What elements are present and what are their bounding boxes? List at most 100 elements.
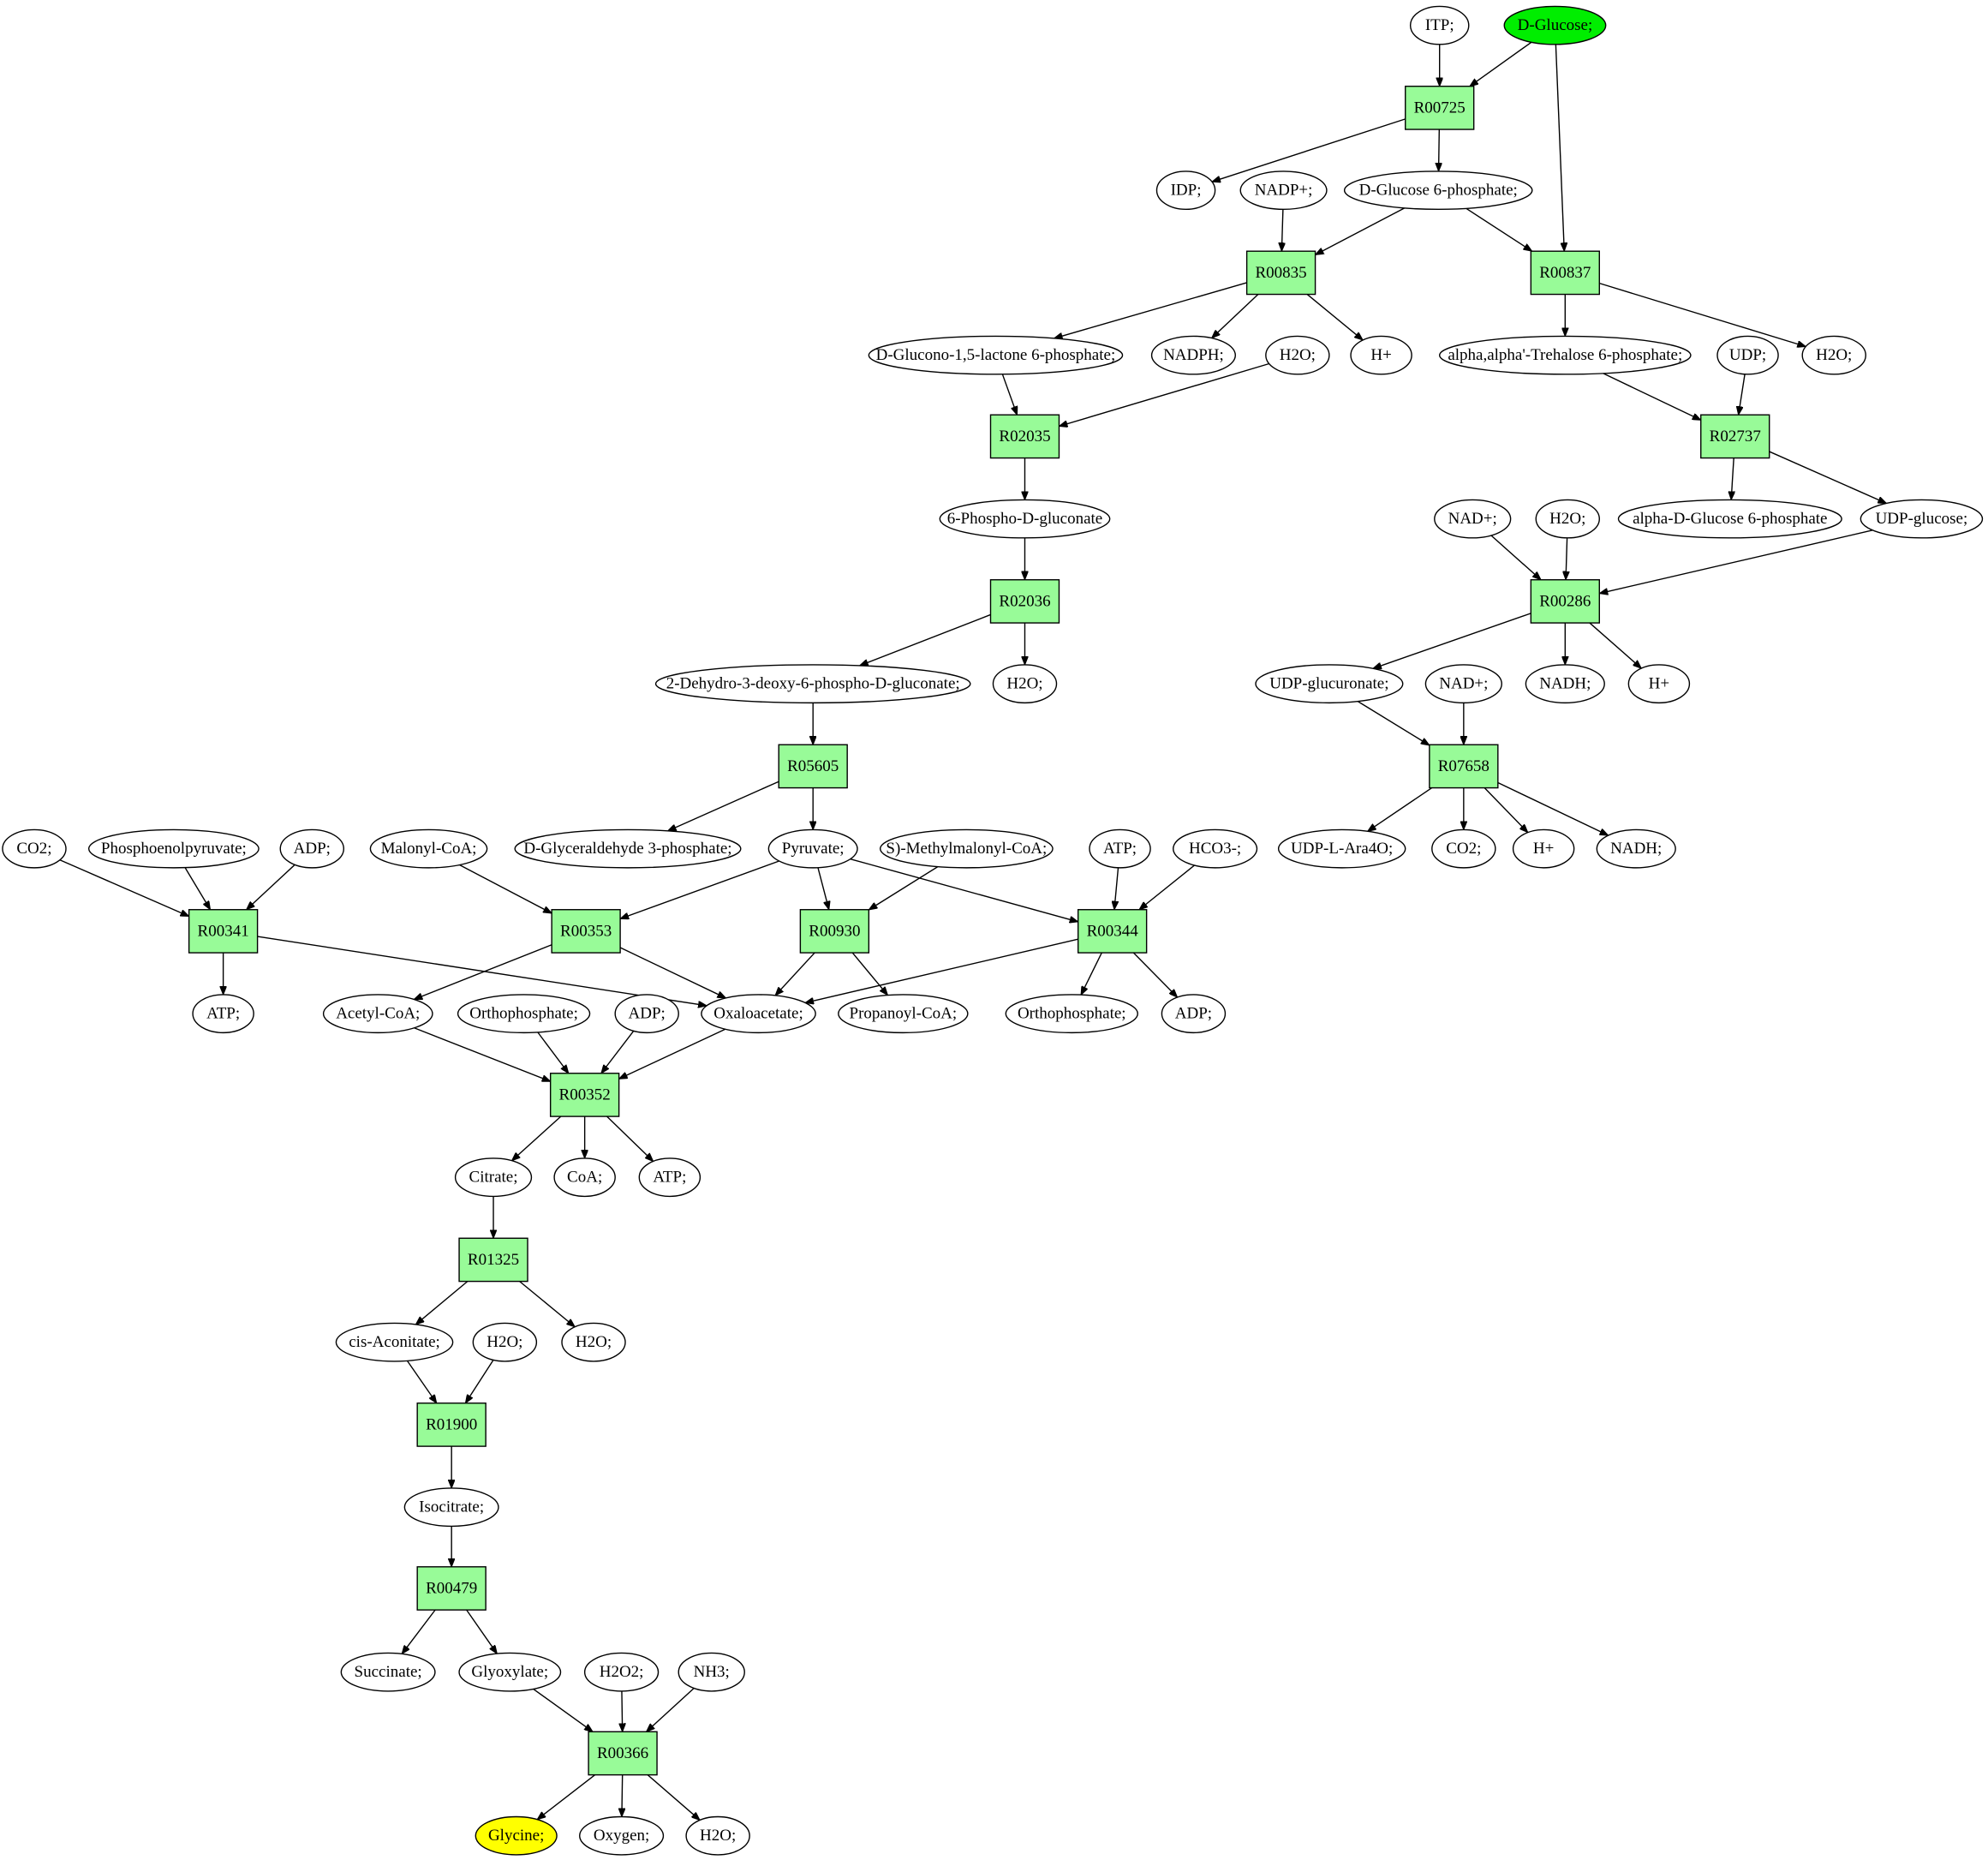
compound-node-nadh_b[interactable]: NADH;	[1596, 828, 1676, 869]
compound-node-udp[interactable]: UDP;	[1716, 335, 1779, 375]
compound-node-glyoxylate[interactable]: Glyoxylate;	[458, 1652, 562, 1692]
compound-node-ortho_a[interactable]: Orthophosphate;	[457, 994, 591, 1034]
node-label: CO2;	[1446, 840, 1481, 858]
node-label: R05605	[787, 757, 839, 775]
compound-node-glycine[interactable]: Glycine;	[475, 1815, 558, 1856]
compound-node-isocitrate[interactable]: Isocitrate;	[403, 1487, 499, 1528]
compound-node-idp[interactable]: IDP;	[1155, 170, 1216, 211]
compound-node-atp_a[interactable]: ATP;	[1089, 828, 1151, 869]
compound-node-phosphogluconate[interactable]: 6-Phospho-D-gluconate	[939, 499, 1111, 539]
reaction-node-R02035[interactable]: R02035	[989, 414, 1060, 459]
reaction-node-R00725[interactable]: R00725	[1405, 85, 1475, 130]
node-label: Phosphoenolpyruvate;	[101, 840, 247, 858]
reaction-node-R00344[interactable]: R00344	[1077, 909, 1148, 954]
compound-ellipse	[1255, 664, 1404, 704]
reaction-node-R02737[interactable]: R02737	[1700, 414, 1770, 459]
compound-node-methylmalonyl[interactable]: S)-Methylmalonyl-CoA;	[879, 828, 1054, 869]
compound-ellipse	[701, 994, 816, 1034]
compound-ellipse	[1239, 170, 1328, 211]
compound-node-nadph[interactable]: NADPH;	[1150, 335, 1236, 375]
compound-node-h2o2[interactable]: H2O2;	[583, 1652, 660, 1692]
compound-ellipse	[1439, 335, 1692, 375]
compound-node-agluc6p[interactable]: alpha-D-Glucose 6-phosphate	[1617, 499, 1842, 539]
edge-arrow-udpglucose-to-R00286	[1599, 529, 1873, 594]
reaction-node-R00286[interactable]: R00286	[1530, 579, 1600, 624]
reaction-node-R00366[interactable]: R00366	[588, 1731, 658, 1776]
compound-node-propanoyl[interactable]: Propanoyl-CoA;	[838, 994, 969, 1034]
compound-node-itp[interactable]: ITP;	[1409, 5, 1470, 45]
reaction-node-R00835[interactable]: R00835	[1245, 250, 1316, 296]
reaction-node-R00837[interactable]: R00837	[1530, 250, 1600, 296]
edge-arrow-g6p-to-R00837	[1466, 207, 1532, 251]
reaction-node-R00479[interactable]: R00479	[416, 1566, 487, 1611]
compound-node-pyruvate[interactable]: Pyruvate;	[767, 828, 858, 869]
compound-node-h2o_d[interactable]: H2O;	[992, 664, 1058, 704]
edge-arrow-nad_a-to-R00286	[1490, 535, 1541, 580]
compound-node-atp_b[interactable]: ATP;	[192, 994, 254, 1034]
compound-node-g6p[interactable]: D-Glucose 6-phosphate;	[1343, 170, 1533, 211]
compound-node-hplus_a[interactable]: H+	[1350, 335, 1412, 375]
compound-ellipse	[1716, 335, 1779, 375]
compound-node-succinate[interactable]: Succinate;	[340, 1652, 436, 1692]
compound-node-adp_b[interactable]: ADP;	[614, 994, 679, 1034]
edge-arrow-R00930-to-oxaloacetate	[775, 952, 815, 996]
reaction-node-R00341[interactable]: R00341	[188, 909, 259, 954]
compound-node-h2o_f[interactable]: H2O;	[561, 1322, 626, 1362]
compound-node-oxygen[interactable]: Oxygen;	[579, 1815, 665, 1856]
compound-ellipse	[322, 994, 433, 1034]
compound-node-glucono[interactable]: D-Glucono-1,5-lactone 6-phosphate;	[868, 335, 1124, 375]
compound-node-kdpg[interactable]: 2-Dehydro-3-deoxy-6-phospho-D-gluconate;	[654, 664, 971, 704]
compound-node-cisaconitate[interactable]: cis-Aconitate;	[335, 1322, 454, 1362]
reaction-box	[1530, 250, 1600, 296]
reaction-node-R05605[interactable]: R05605	[778, 744, 848, 789]
compound-ellipse	[192, 994, 254, 1034]
compound-node-pep[interactable]: Phosphoenolpyruvate;	[87, 828, 260, 869]
reaction-node-R00353[interactable]: R00353	[551, 909, 621, 954]
edge-arrow-pep-to-R00341	[184, 867, 210, 910]
compound-node-malonyl[interactable]: Malonyl-CoA;	[369, 828, 488, 869]
compound-node-h2o_e[interactable]: H2O;	[472, 1322, 538, 1362]
compound-node-gap[interactable]: D-Glyceraldehyde 3-phosphate;	[514, 828, 742, 869]
compound-node-hco3[interactable]: HCO3-;	[1173, 828, 1258, 869]
reaction-node-R00352[interactable]: R00352	[549, 1073, 620, 1117]
compound-node-nadh_a[interactable]: NADH;	[1525, 664, 1605, 704]
compound-node-trehalose[interactable]: alpha,alpha'-Trehalose 6-phosphate;	[1439, 335, 1692, 375]
compound-node-acetylcoa[interactable]: Acetyl-CoA;	[322, 994, 433, 1034]
compound-node-nadp[interactable]: NADP+;	[1239, 170, 1328, 211]
node-label: Orthophosphate;	[1018, 1005, 1126, 1023]
reaction-node-R00930[interactable]: R00930	[799, 909, 870, 954]
compound-node-h2o_a[interactable]: H2O;	[1265, 335, 1330, 375]
compound-node-atp_c[interactable]: ATP;	[638, 1157, 701, 1198]
compound-node-coa[interactable]: CoA;	[553, 1157, 616, 1198]
reaction-node-R07658[interactable]: R07658	[1429, 744, 1499, 789]
compound-node-hplus_b[interactable]: H+	[1627, 664, 1691, 704]
compound-node-udpglucose[interactable]: UDP-glucose;	[1860, 499, 1984, 539]
compound-node-udparaf[interactable]: UDP-L-Ara4O;	[1277, 828, 1406, 869]
compound-node-h2o_c[interactable]: H2O;	[1535, 499, 1600, 539]
compound-node-h2o_g[interactable]: H2O;	[685, 1815, 750, 1856]
compound-node-oxaloacetate[interactable]: Oxaloacetate;	[701, 994, 816, 1034]
compound-node-nad_a[interactable]: NAD+;	[1434, 499, 1512, 539]
compound-node-ortho_b[interactable]: Orthophosphate;	[1005, 994, 1138, 1034]
reaction-node-R01325[interactable]: R01325	[458, 1237, 528, 1283]
compound-node-adp_c[interactable]: ADP;	[1161, 994, 1227, 1034]
compound-node-nad_b[interactable]: NAD+;	[1424, 664, 1502, 704]
reaction-node-R01900[interactable]: R01900	[416, 1402, 487, 1447]
compound-node-udpglucuronate[interactable]: UDP-glucuronate;	[1255, 664, 1404, 704]
compound-node-dglucose[interactable]: D-Glucose;	[1503, 5, 1607, 45]
edge-arrow-R07658-to-hplus_c	[1484, 787, 1527, 833]
reaction-node-R02036[interactable]: R02036	[989, 579, 1060, 624]
edge-arrow-R00344-to-ortho_b	[1080, 952, 1102, 995]
compound-ellipse	[1089, 828, 1151, 869]
compound-node-adp_a[interactable]: ADP;	[279, 828, 344, 869]
compound-node-nh3[interactable]: NH3;	[678, 1652, 745, 1692]
compound-node-h2o_b[interactable]: H2O;	[1801, 335, 1866, 375]
edge-arrow-R00366-to-oxygen	[622, 1774, 623, 1817]
compound-node-co2_b[interactable]: CO2;	[1431, 828, 1496, 869]
edge-arrow-methylmalonyl-to-R00930	[869, 866, 939, 910]
compound-ellipse	[1424, 664, 1502, 704]
compound-node-citrate[interactable]: Citrate;	[454, 1157, 533, 1198]
compound-node-co2_a[interactable]: CO2;	[2, 828, 67, 869]
compound-node-hplus_c[interactable]: H+	[1512, 828, 1575, 869]
